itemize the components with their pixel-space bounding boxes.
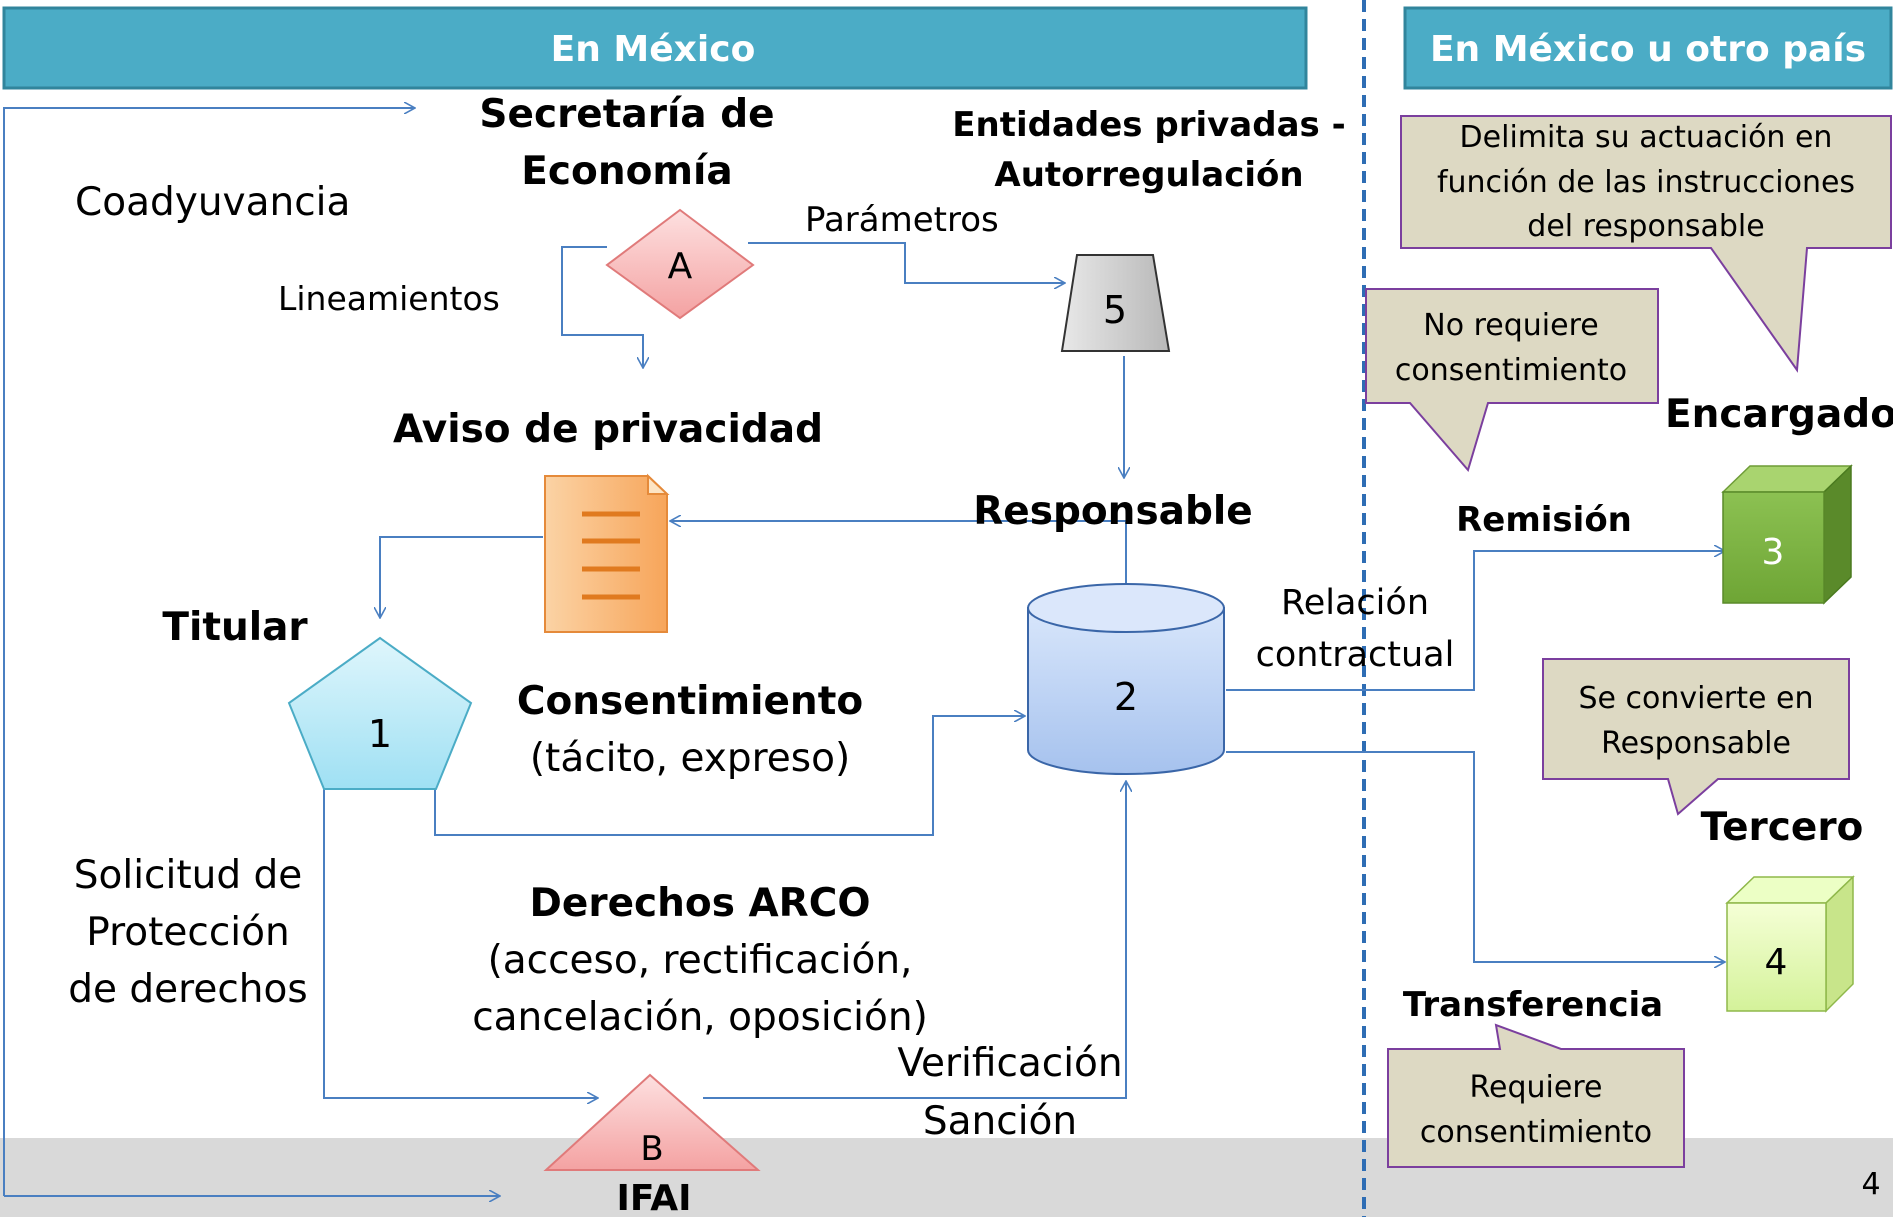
node-4-label: 4 <box>1765 942 1788 983</box>
solicitud-label-line1: Solicitud de <box>74 853 302 898</box>
transferencia-arrow <box>1226 751 1725 962</box>
secretaria-label-line1: Secretaría de <box>479 92 774 137</box>
solicitud-label-line2: Protección <box>86 910 289 955</box>
callout-no-requiere-line1: No requiere <box>1423 308 1598 343</box>
encargado-cube-node <box>1721 464 1853 605</box>
callout-delimita <box>1400 115 1892 373</box>
verificacion-label: Verificación <box>897 1041 1122 1086</box>
callout-delimita-line1: Delimita su actuación en <box>1460 120 1833 155</box>
derechos-label: Derechos ARCO <box>530 881 871 926</box>
entidades-label-line1: Entidades privadas - <box>952 105 1345 145</box>
connectors <box>3 108 1725 1196</box>
titular-label: Titular <box>162 605 308 650</box>
aviso-label: Aviso de privacidad <box>393 407 823 452</box>
tercero-cube-node <box>1725 875 1855 1013</box>
tercero-label: Tercero <box>1701 805 1864 850</box>
ifai-label: IFAI <box>616 1178 691 1217</box>
secretaria-label-line2: Economía <box>521 149 732 194</box>
encargado-label: Encargado <box>1665 392 1893 437</box>
lineamientos-label: Lineamientos <box>278 279 500 318</box>
coadyuvancia-arrow <box>3 108 415 1196</box>
callout-se-convierte-line2: Responsable <box>1601 726 1791 761</box>
node-2-label: 2 <box>1114 675 1138 719</box>
consentimiento-arrow <box>434 716 1025 836</box>
titular-pentagon-node <box>287 636 473 790</box>
header-other-country <box>1403 6 1893 90</box>
lineamientos-arrow <box>561 246 643 368</box>
verificacion-arrow <box>703 781 1126 1099</box>
entidades-label-line2: Autorregulación <box>994 155 1303 195</box>
node-3-label: 3 <box>1762 532 1785 573</box>
secretaria-diamond-node <box>605 208 755 320</box>
callout-delimita-line2: función de las instrucciones <box>1437 165 1855 200</box>
autorregulacion-trapezoid-node <box>1060 254 1171 352</box>
callout-requiere-line2: consentimiento <box>1420 1115 1652 1150</box>
node-b-label: B <box>640 1129 663 1169</box>
callout-requiere <box>1387 1023 1685 1168</box>
solicitud-label-line3: de derechos <box>68 967 307 1012</box>
responsable-label: Responsable <box>973 489 1252 534</box>
consentimiento-label: Consentimiento <box>517 679 863 724</box>
callout-no-requiere <box>1365 288 1659 473</box>
responsable-database-node <box>1027 583 1225 775</box>
header-mexico-label: En México <box>551 29 756 70</box>
header-other-country-label: En México u otro país <box>1430 29 1866 70</box>
node-5-label: 5 <box>1103 288 1127 332</box>
ifai-triangle-node <box>543 1073 761 1171</box>
aviso-document-icon <box>544 473 670 633</box>
transferencia-label: Transferencia <box>1403 985 1663 1025</box>
callout-se-convierte-line1: Se convierte en <box>1578 681 1813 716</box>
callout-delimita-line3: del responsable <box>1527 209 1764 244</box>
consentimiento-sublabel: (tácito, expreso) <box>530 736 850 781</box>
remision-label: Remisión <box>1456 500 1632 540</box>
aviso-arrow <box>670 521 1127 586</box>
remision-arrow <box>1226 551 1725 691</box>
page-number: 4 <box>1861 1167 1880 1202</box>
derechos-sublabel-line2: cancelación, oposición) <box>472 995 928 1040</box>
relacion-label-line1: Relación <box>1281 583 1429 623</box>
parametros-arrow <box>748 242 1065 283</box>
parametros-label: Parámetros <box>805 200 999 240</box>
callout-no-requiere-line2: consentimiento <box>1395 353 1627 388</box>
callout-requiere-line1: Requiere <box>1470 1070 1603 1105</box>
relacion-label-line2: contractual <box>1256 635 1455 675</box>
coadyuvancia-label: Coadyuvancia <box>75 180 350 225</box>
callout-se-convierte <box>1542 658 1850 816</box>
derechos-sublabel-line1: (acceso, rectificación, <box>488 938 913 983</box>
node-1-label: 1 <box>368 712 392 756</box>
solicitud-arrow <box>323 752 598 1098</box>
node-a-label: A <box>668 246 693 287</box>
sancion-label: Sanción <box>923 1099 1077 1144</box>
header-mexico <box>2 6 1308 90</box>
aviso-to-titular-arrow <box>380 536 543 618</box>
